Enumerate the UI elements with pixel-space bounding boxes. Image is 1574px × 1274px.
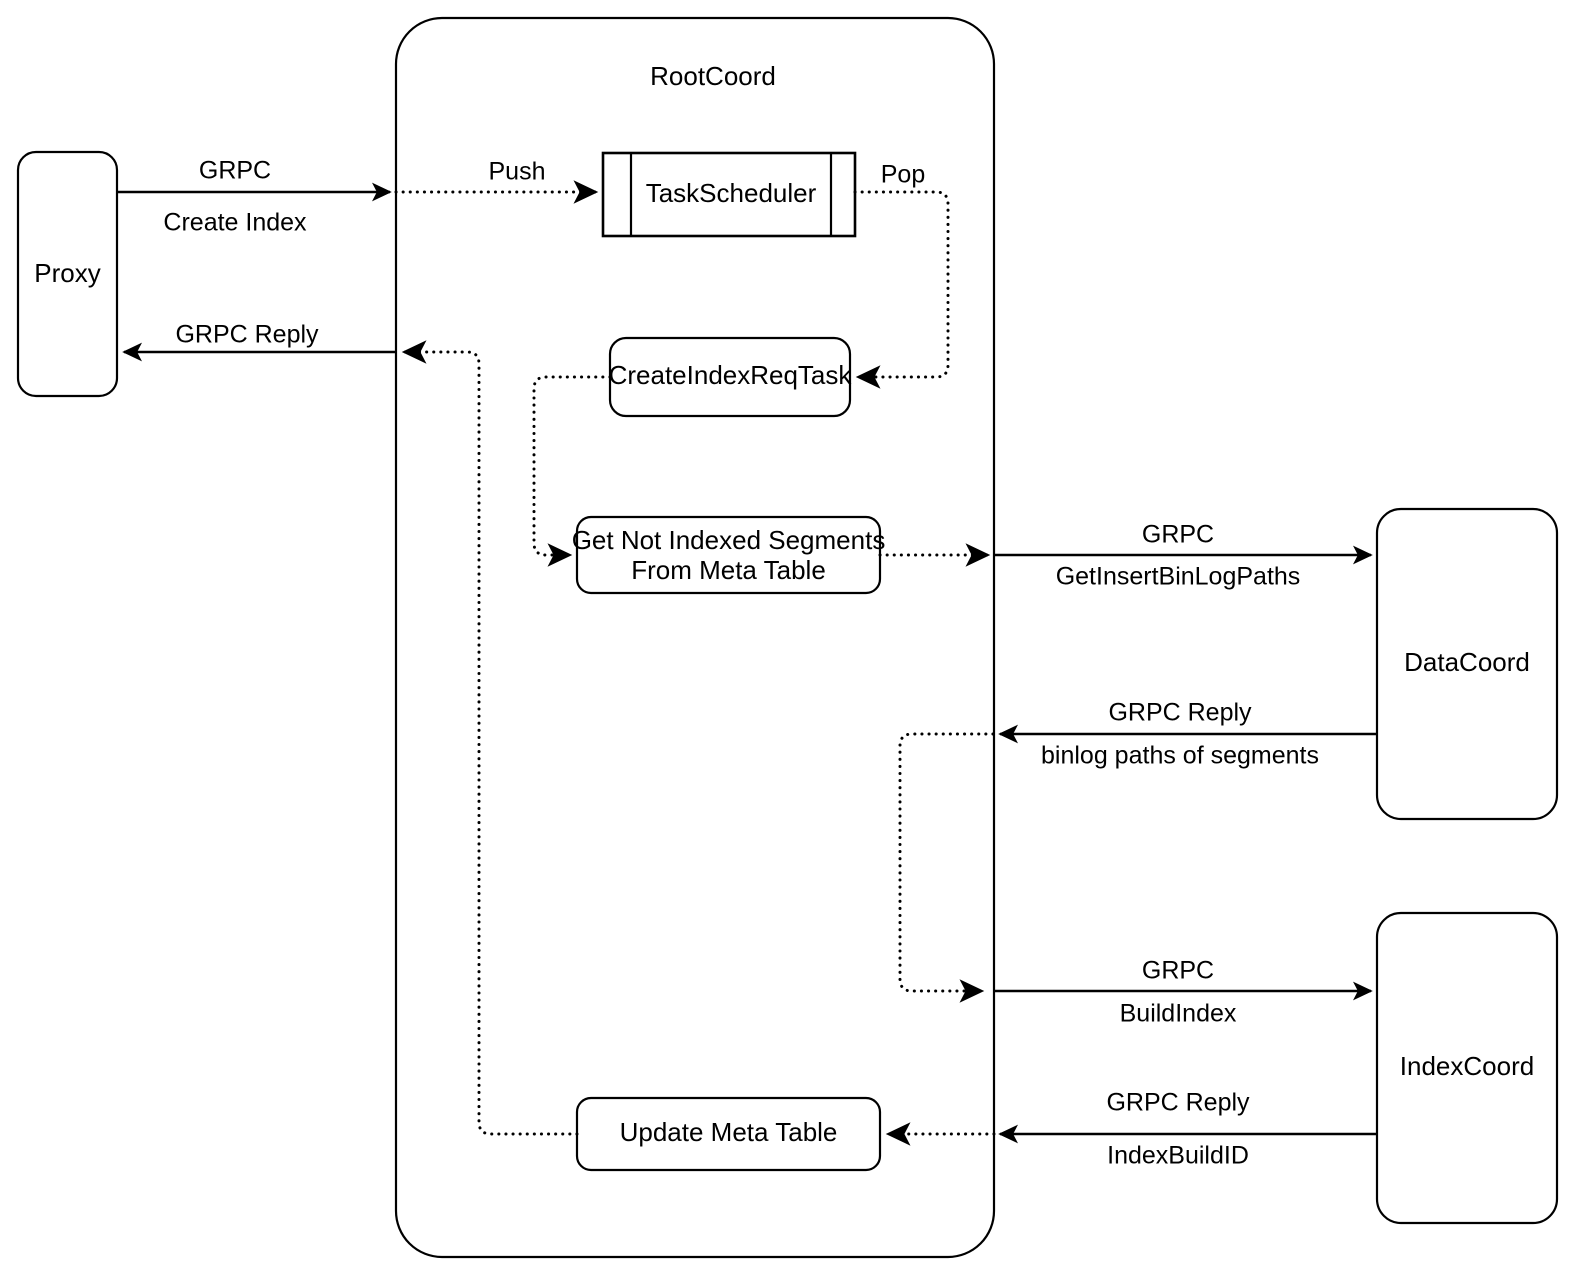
- edge-indexcoord-to-rootcoord-label-line2: IndexBuildID: [1107, 1142, 1249, 1170]
- edge-binlogreply-to-buildindex-line: [898, 732, 995, 1003]
- edge-proxy-to-rootcoord-label-line2: Create Index: [163, 209, 307, 237]
- edge-indexcoord-to-rootcoord-label-line1: GRPC Reply: [1106, 1089, 1250, 1117]
- edge-rootcoord-to-indexcoord-label-line2: BuildIndex: [1120, 1000, 1237, 1028]
- indexcoord-label: IndexCoord: [1400, 1051, 1534, 1081]
- datacoord-box[interactable]: [1375, 507, 1559, 821]
- edge-datacoord-to-rootcoord-label-line1: GRPC Reply: [1108, 699, 1252, 727]
- edge-pop-from-scheduler-line: [853, 190, 950, 389]
- edge-rootcoord-to-datacoord-label-line2: GetInsertBinLogPaths: [1056, 563, 1301, 591]
- node-datacoord[interactable]: DataCoord: [1375, 507, 1559, 821]
- edge-updatemetatable-to-grpcreply-line: [401, 340, 579, 1136]
- edge-rootcoord-to-datacoord-label-line1: GRPC: [1142, 521, 1214, 549]
- edge-proxy-to-rootcoord-label-line1: GRPC: [199, 157, 271, 185]
- edge-rootcoord-to-datacoord: GRPC GetInsertBinLogPaths: [994, 521, 1373, 591]
- proxy-box[interactable]: [16, 150, 119, 398]
- edge-updatemetatable-to-grpcreply: [401, 340, 579, 1136]
- edge-datacoord-to-rootcoord: GRPC Reply binlog paths of segments: [998, 699, 1377, 770]
- taskscheduler-label: TaskScheduler: [646, 178, 817, 208]
- getnotindexedsegments-label-line2: From Meta Table: [631, 555, 826, 585]
- node-indexcoord[interactable]: IndexCoord: [1375, 911, 1559, 1225]
- edge-rootcoord-to-proxy: GRPC Reply: [122, 321, 396, 362]
- edge-push-to-scheduler-label: Push: [489, 158, 546, 186]
- edge-pop-from-scheduler: Pop: [853, 161, 950, 389]
- proxy-label: Proxy: [34, 258, 100, 288]
- createindexreqtask-label: CreateIndexReqTask: [609, 360, 853, 390]
- node-create-index-req-task[interactable]: CreateIndexReqTask: [609, 336, 853, 418]
- edge-push-to-scheduler: Push: [394, 158, 599, 204]
- node-proxy[interactable]: Proxy: [16, 150, 119, 398]
- rootcoord-boundary: [394, 16, 996, 1259]
- taskscheduler-box[interactable]: [601, 151, 857, 238]
- indexcoord-box[interactable]: [1375, 911, 1559, 1225]
- edge-rootcoord-to-proxy-label: GRPC Reply: [175, 321, 319, 349]
- edge-binlogreply-to-buildindex: [898, 732, 995, 1003]
- rootcoord-container: RootCoord: [394, 16, 996, 1259]
- datacoord-label: DataCoord: [1404, 647, 1530, 677]
- edge-rootcoord-to-indexcoord-label-line1: GRPC: [1142, 957, 1214, 985]
- edge-datacoord-to-rootcoord-label-line2: binlog paths of segments: [1041, 742, 1319, 770]
- node-get-not-indexed-segments[interactable]: Get Not Indexed Segments From Meta Table: [572, 515, 886, 595]
- getnotindexedsegments-label-line1: Get Not Indexed Segments: [572, 525, 886, 555]
- updatemetatable-label: Update Meta Table: [620, 1117, 838, 1147]
- edge-rootcoord-to-indexcoord: GRPC BuildIndex: [994, 957, 1373, 1028]
- node-update-meta-table[interactable]: Update Meta Table: [575, 1096, 882, 1172]
- edge-pop-from-scheduler-label: Pop: [881, 161, 925, 189]
- node-task-scheduler[interactable]: TaskScheduler: [601, 151, 857, 238]
- edge-proxy-to-rootcoord: GRPC Create Index: [117, 157, 392, 237]
- rootcoord-label: RootCoord: [650, 61, 776, 91]
- edge-indexcoord-to-rootcoord: GRPC Reply IndexBuildID: [998, 1089, 1377, 1170]
